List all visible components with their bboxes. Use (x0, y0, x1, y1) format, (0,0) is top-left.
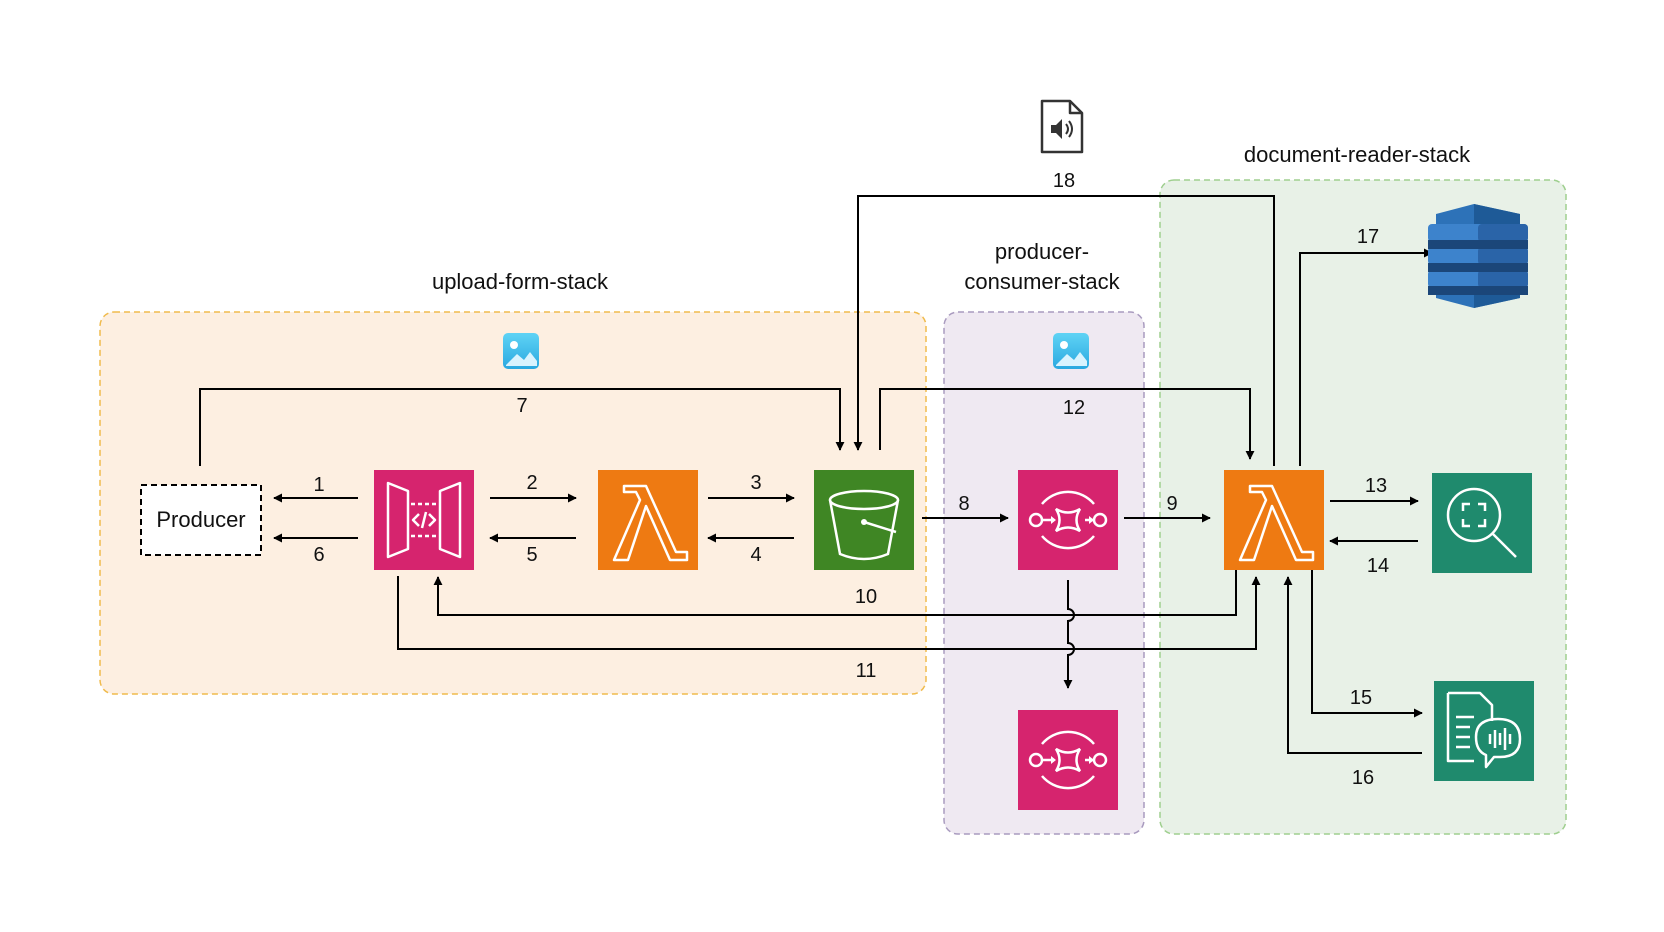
edge-6-label: 6 (313, 544, 324, 566)
lambda-icon (1224, 470, 1324, 570)
producer-label: Producer (156, 507, 245, 532)
polly-icon (1434, 681, 1534, 781)
edge-labels: 1 6 2 5 3 4 7 8 9 10 11 12 13 14 15 16 1… (313, 170, 1389, 789)
producer-consumer-stack-label-line2: consumer-stack (964, 269, 1120, 294)
document-reader-stack-container (1159, 179, 1567, 835)
dynamodb-icon (1428, 204, 1528, 308)
edge-14-label: 14 (1367, 555, 1389, 577)
edge-2-label: 2 (526, 472, 537, 494)
sqs-icon (1018, 470, 1118, 570)
image-icon (1053, 333, 1089, 369)
edge-12-label: 12 (1063, 397, 1085, 419)
edge-3-label: 3 (750, 472, 761, 494)
edge-5-label: 5 (526, 544, 537, 566)
connectors (199, 195, 1433, 754)
edge-17-label: 17 (1357, 226, 1379, 248)
edge-17 (1299, 248, 1433, 466)
textract-icon (1432, 473, 1532, 573)
edge-11 (397, 576, 1261, 650)
edge-1-label: 1 (313, 474, 324, 496)
edge-8-label: 8 (958, 493, 969, 515)
producer-consumer-stack-label-line1: producer- (995, 239, 1089, 264)
edge-18-label: 18 (1053, 170, 1075, 192)
edge-7 (199, 388, 845, 466)
producer-consumer-stack-container (943, 311, 1145, 835)
upload-form-stack-label: upload-form-stack (432, 269, 609, 294)
edge-15-label: 15 (1350, 687, 1372, 709)
edge-sqs-to-dlq (1063, 580, 1075, 689)
edge-7-label: 7 (516, 395, 527, 417)
edge-16-label: 16 (1352, 767, 1374, 789)
edge-9-label: 9 (1166, 493, 1177, 515)
edge-4-label: 4 (750, 544, 761, 566)
edge-11-label: 11 (856, 660, 877, 682)
s3-bucket-icon (814, 470, 914, 570)
edge-13-label: 13 (1365, 475, 1387, 497)
producer-node: Producer (140, 484, 262, 556)
lambda-icon (598, 470, 698, 570)
upload-form-stack-container (99, 311, 927, 695)
edge-16 (1283, 576, 1422, 754)
edge-10-label: 10 (855, 586, 877, 608)
image-icon (503, 333, 539, 369)
edge-18 (853, 195, 1275, 466)
edge-10 (433, 568, 1237, 616)
audio-file-icon (1040, 99, 1084, 154)
api-gateway-icon (374, 470, 474, 570)
document-reader-stack-label: document-reader-stack (1244, 142, 1471, 167)
edge-15 (1311, 570, 1423, 718)
sqs-icon (1018, 710, 1118, 810)
edge-12 (879, 388, 1255, 460)
